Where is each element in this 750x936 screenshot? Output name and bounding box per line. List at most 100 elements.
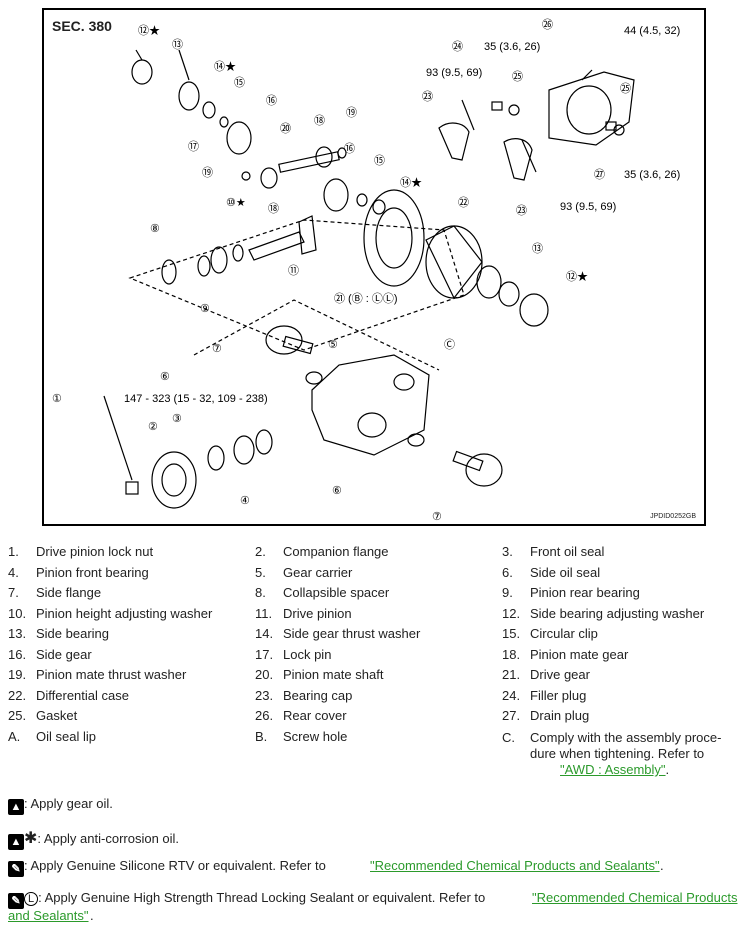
svg-text:⑬: ⑬: [172, 38, 183, 51]
svg-text:⑤: ⑤: [328, 339, 338, 351]
note-silicone: ✎: Apply Genuine Silicone RTV or equival…: [8, 858, 326, 877]
svg-text:②: ②: [148, 421, 158, 433]
side-gear-top: [226, 121, 252, 155]
side-bearing-top: [178, 81, 200, 111]
svg-text:㉒: ㉒: [458, 196, 469, 209]
svg-text:⑦: ⑦: [432, 511, 442, 523]
pinion-mate-gear-top: [315, 146, 333, 168]
star-icon: ✱: [24, 830, 38, 847]
rear-cover: [548, 71, 635, 146]
side-bearing-washer-right: [519, 293, 549, 327]
drive-gear: [363, 189, 425, 287]
svg-text:⑬: ⑬: [532, 242, 543, 255]
svg-text:⑦: ⑦: [212, 343, 222, 355]
pinion-height-washer: [232, 244, 244, 262]
side-oil-seal-top: [305, 371, 323, 385]
pinion-mate-gear-left: [260, 167, 278, 189]
svg-text:⑮: ⑮: [234, 76, 245, 89]
svg-text:①: ①: [52, 393, 62, 405]
svg-text:⑭★: ⑭★: [214, 60, 236, 73]
diagram-drawing: ⑫★ ⑬ ⑭★ ⑮ ⑯ ⑳ ⑱ ⑲ ⑰ ⑲ ⑱ ⑯ ⑮ ⑭★ ⑩★ ⑧ ⑪ ⑨ …: [52, 18, 680, 523]
front-oil-seal: [207, 445, 225, 471]
svg-text:⑯: ⑯: [344, 142, 355, 155]
side-bearing-right: [476, 265, 502, 299]
torque-147: 147 - 323 (15 - 32, 109 - 238): [124, 393, 268, 405]
chemical-products-link[interactable]: "Recommended Chemical Products and Seala…: [370, 858, 660, 873]
svg-text:⑥: ⑥: [160, 371, 170, 383]
diagram-code: JPDID0252GB: [650, 513, 696, 520]
pinion-mate-shaft: [278, 151, 340, 173]
circular-clip-top: [219, 116, 229, 128]
pinion-group-outline: [128, 219, 465, 351]
lock-nut: [125, 481, 139, 495]
torque-35-bottom: 35 (3.6, 26): [624, 169, 680, 181]
awd-assembly-link[interactable]: "AWD : Assembly": [560, 762, 666, 777]
svg-text:⑲: ⑲: [202, 166, 213, 179]
side-flange-top: [265, 325, 303, 355]
svg-text:⑳: ⑳: [280, 122, 291, 135]
oil-can-icon: ▲: [8, 834, 24, 850]
torque-93-right: 93 (9.5, 69): [560, 201, 616, 213]
chemical-products-link-2[interactable]: "Recommended Chemical Products: [532, 890, 738, 905]
sealant-icon: ✎: [8, 893, 24, 909]
svg-text:⑫★: ⑫★: [566, 270, 588, 283]
svg-text:㉓: ㉓: [516, 204, 527, 217]
side-bearing-race-top: [131, 59, 153, 85]
circular-clip-right: [356, 193, 368, 207]
torque-35-top: 35 (3.6, 26): [484, 41, 540, 53]
bearing-cap-left: [438, 122, 470, 161]
chemical-products-link-2-cont[interactable]: and Sealants": [8, 908, 89, 923]
carrier-group-outline: [193, 299, 440, 371]
legend-item-c: C. Comply with the assembly proce-: [502, 730, 722, 745]
svg-text:⑲: ⑲: [346, 106, 357, 119]
gear-carrier: [311, 354, 430, 456]
side-oil-seal-bottom: [407, 433, 425, 447]
svg-text:⑨: ⑨: [200, 303, 210, 315]
torque-44: 44 (4.5, 32): [624, 25, 680, 37]
svg-text:⑰: ⑰: [188, 140, 199, 153]
oil-can-icon: ▲: [8, 799, 24, 815]
gasket-left: [508, 104, 520, 116]
svg-text:㉑ (Ⓑ : ⓁⓁ): ㉑ (Ⓑ : ⓁⓁ): [334, 292, 398, 305]
svg-text:Ⓒ: Ⓒ: [444, 338, 455, 351]
svg-text:⑩★: ⑩★: [226, 197, 246, 209]
gasket-right: [613, 124, 625, 136]
note-thread-locking: ✎L: Apply Genuine High Strength Thread L…: [8, 890, 485, 909]
svg-text:⑱: ⑱: [268, 202, 279, 215]
svg-text:㉕: ㉕: [512, 70, 523, 83]
drive-pinion-gear: [298, 215, 317, 255]
svg-text:⑱: ⑱: [314, 114, 325, 127]
pinion-front-bearing: [233, 435, 255, 465]
svg-text:㉖: ㉖: [542, 18, 553, 31]
pinion-mate-washer-left: [241, 171, 251, 181]
svg-text:⑭★: ⑭★: [400, 176, 422, 189]
thrust-washer-top: [202, 101, 216, 119]
note-anti-corrosion: ▲✱: Apply anti-corrosion oil.: [8, 828, 179, 850]
note-gear-oil: ▲: Apply gear oil.: [8, 796, 113, 815]
svg-text:⑮: ⑮: [374, 154, 385, 167]
pinion-rear-bearing: [210, 246, 228, 274]
pinion-mate-washer-top: [337, 147, 347, 159]
svg-text:③: ③: [172, 413, 182, 425]
svg-text:㉗: ㉗: [594, 168, 605, 181]
sealant-icon: ✎: [8, 861, 24, 877]
side-gear-right: [323, 178, 349, 212]
svg-text:⑪: ⑪: [288, 264, 299, 277]
side-flange-bottom: [465, 453, 503, 487]
bearing-cap-right: [503, 138, 533, 181]
svg-text:④: ④: [240, 495, 250, 507]
section-label: SEC. 380: [52, 18, 112, 34]
svg-text:⑥: ⑥: [332, 485, 342, 497]
svg-text:㉕: ㉕: [620, 82, 631, 95]
legend-item-c-line3: "AWD : Assembly".: [560, 762, 670, 777]
torque-93-top: 93 (9.5, 69): [426, 67, 482, 79]
thrust-washer-right: [372, 199, 386, 215]
svg-text:⑯: ⑯: [266, 94, 277, 107]
drive-pinion-shaft: [248, 231, 305, 261]
legend-item-c-line2: dure when tightening. Refer to: [530, 746, 705, 761]
svg-text:⑫★: ⑫★: [138, 24, 160, 37]
exploded-view-diagram: SEC. 380: [42, 8, 706, 526]
companion-flange: [151, 451, 197, 509]
collapsible-spacer: [161, 259, 177, 285]
svg-text:⑧: ⑧: [150, 223, 160, 235]
